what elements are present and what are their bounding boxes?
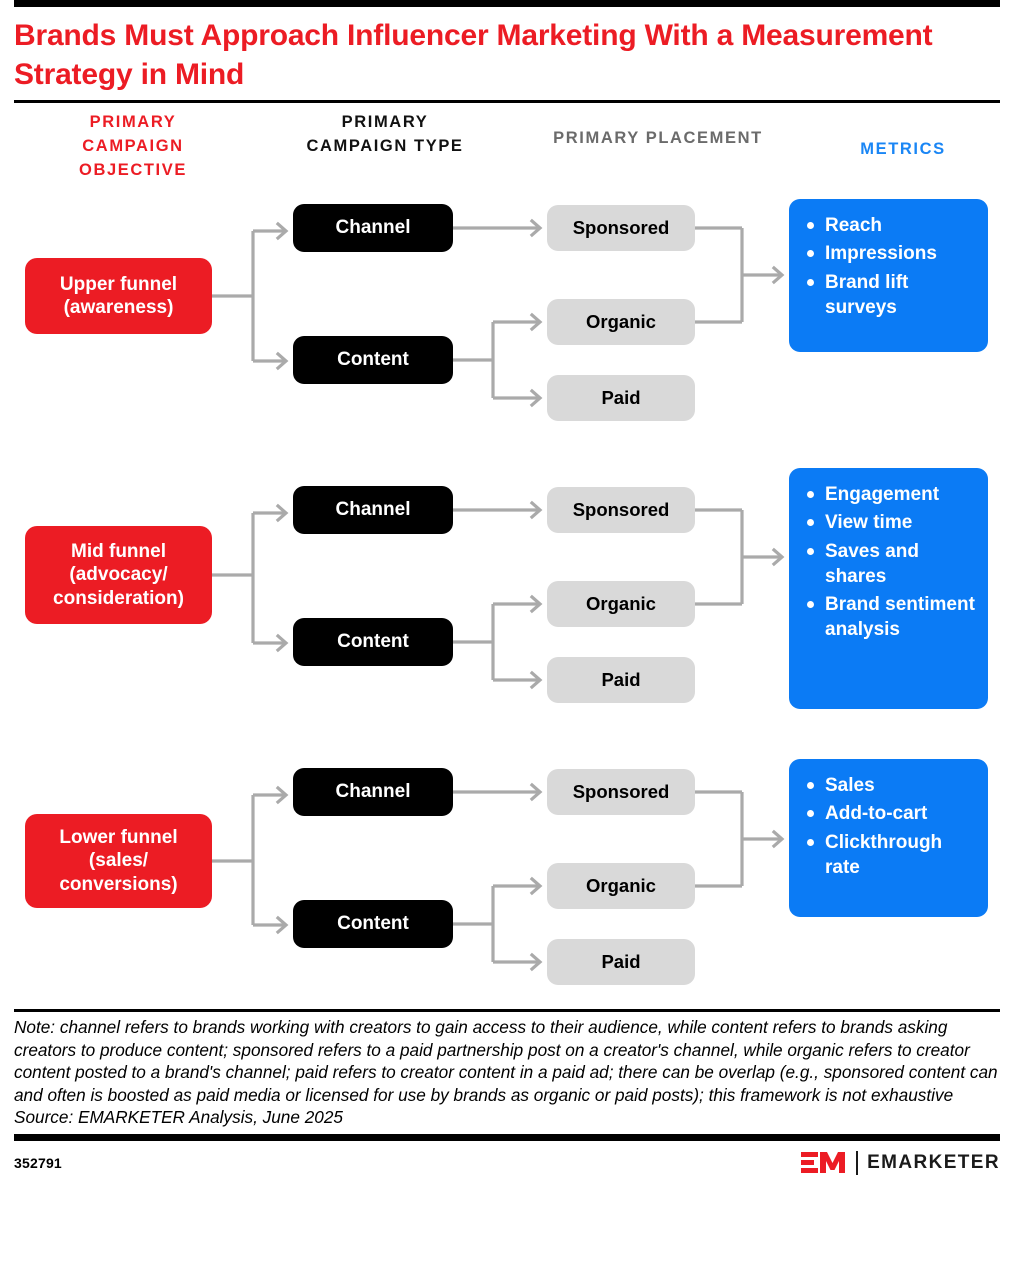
- placement-sponsored[interactable]: Sponsored: [547, 205, 695, 251]
- bullet-icon: [807, 491, 814, 498]
- column-header-objective: PRIMARY CAMPAIGN OBJECTIVE: [79, 113, 187, 179]
- list-item: Sales: [803, 773, 978, 798]
- list-item: Clickthrough rate: [803, 830, 978, 881]
- metric-label: Impressions: [825, 243, 937, 265]
- page-title: Brands Must Approach Influencer Marketin…: [14, 19, 933, 91]
- metrics-list: Reach Impressions Brand lift surveys: [803, 213, 978, 320]
- metrics-box[interactable]: Reach Impressions Brand lift surveys: [789, 199, 988, 352]
- list-item: Brand sentiment analysis: [803, 592, 978, 643]
- objective-box[interactable]: Mid funnel (advocacy/ consideration): [25, 526, 212, 624]
- column-header-campaign-type: PRIMARY CAMPAIGN TYPE: [306, 113, 464, 155]
- chart-id: 352791: [14, 1154, 62, 1171]
- bullet-icon: [807, 519, 814, 527]
- metrics-box[interactable]: Sales Add-to-cart Clickthrough rate: [789, 759, 988, 917]
- placement-sponsored[interactable]: Sponsored: [547, 487, 695, 533]
- placement-organic[interactable]: Organic: [547, 299, 695, 345]
- campaign-type-content[interactable]: Content: [293, 900, 453, 948]
- metrics-list: Engagement View time Saves and shares Br…: [803, 482, 978, 643]
- metric-label: Saves and shares: [825, 540, 919, 587]
- list-item: View time: [803, 510, 978, 535]
- placement-organic[interactable]: Organic: [547, 863, 695, 909]
- em-logo-icon: [801, 1151, 846, 1173]
- footnote-block: Note: channel refers to brands working w…: [14, 1012, 1000, 1129]
- list-item: Add-to-cart: [803, 801, 978, 826]
- metric-label: Brand sentiment analysis: [825, 594, 975, 641]
- bullet-icon: [807, 250, 814, 258]
- footer: 352791 EMARKETER: [14, 1141, 1000, 1176]
- list-item: Saves and shares: [803, 539, 978, 590]
- metric-label: Sales: [825, 775, 875, 796]
- metric-label: Engagement: [825, 484, 940, 505]
- top-rule: [14, 0, 1000, 7]
- diagram-row-mid-funnel: Mid funnel (advocacy/ consideration) Cha…: [14, 468, 1000, 732]
- bullet-icon: [807, 810, 814, 818]
- emarketer-logo: EMARKETER: [801, 1150, 1000, 1176]
- bullet-icon: [807, 782, 814, 789]
- column-headers: PRIMARY CAMPAIGN OBJECTIVE PRIMARY CAMPA…: [14, 103, 1000, 199]
- placement-paid[interactable]: Paid: [547, 657, 695, 703]
- funnel-diagram: Upper funnel (awareness) Channel Content…: [14, 199, 1000, 1009]
- note-text: Note: channel refers to brands working w…: [14, 1017, 998, 1105]
- placement-paid[interactable]: Paid: [547, 939, 695, 985]
- objective-box[interactable]: Lower funnel (sales/ conversions): [25, 814, 212, 908]
- list-item: Engagement: [803, 482, 978, 507]
- metric-label: Brand lift surveys: [825, 271, 909, 318]
- title-bottom-rule: [14, 100, 1000, 103]
- bullet-icon: [807, 222, 814, 229]
- metric-label: View time: [825, 512, 913, 534]
- bullet-icon: [807, 278, 814, 286]
- campaign-type-channel[interactable]: Channel: [293, 768, 453, 816]
- bullet-icon: [807, 838, 814, 846]
- metrics-list: Sales Add-to-cart Clickthrough rate: [803, 773, 978, 880]
- metrics-box[interactable]: Engagement View time Saves and shares Br…: [789, 468, 988, 709]
- footnote-top-rule: [14, 1009, 1000, 1012]
- objective-box[interactable]: Upper funnel (awareness): [25, 258, 212, 334]
- footer-top-rule: [14, 1133, 1000, 1141]
- campaign-type-content[interactable]: Content: [293, 336, 453, 384]
- campaign-type-channel[interactable]: Channel: [293, 486, 453, 534]
- list-item: Impressions: [803, 241, 978, 266]
- bullet-icon: [807, 601, 814, 609]
- diagram-row-upper-funnel: Upper funnel (awareness) Channel Content…: [14, 199, 1000, 449]
- campaign-type-content[interactable]: Content: [293, 618, 453, 666]
- placement-organic[interactable]: Organic: [547, 581, 695, 627]
- logo-wordmark: EMARKETER: [867, 1151, 1000, 1173]
- list-item: Reach: [803, 213, 978, 238]
- title-block: Brands Must Approach Influencer Marketin…: [14, 7, 1000, 100]
- metric-label: Add-to-cart: [825, 803, 928, 825]
- placement-paid[interactable]: Paid: [547, 375, 695, 421]
- logo-divider: [856, 1150, 859, 1175]
- campaign-type-channel[interactable]: Channel: [293, 204, 453, 252]
- bullet-icon: [807, 547, 814, 555]
- column-header-placement: PRIMARY PLACEMENT: [553, 129, 763, 147]
- list-item: Brand lift surveys: [803, 270, 978, 321]
- metric-label: Reach: [825, 215, 883, 236]
- diagram-row-lower-funnel: Lower funnel (sales/ conversions) Channe…: [14, 759, 1000, 1015]
- metric-label: Clickthrough rate: [825, 831, 943, 878]
- column-header-metrics: METRICS: [860, 140, 946, 158]
- source-text: Source: EMARKETER Analysis, June 2025: [14, 1107, 343, 1128]
- placement-sponsored[interactable]: Sponsored: [547, 769, 695, 815]
